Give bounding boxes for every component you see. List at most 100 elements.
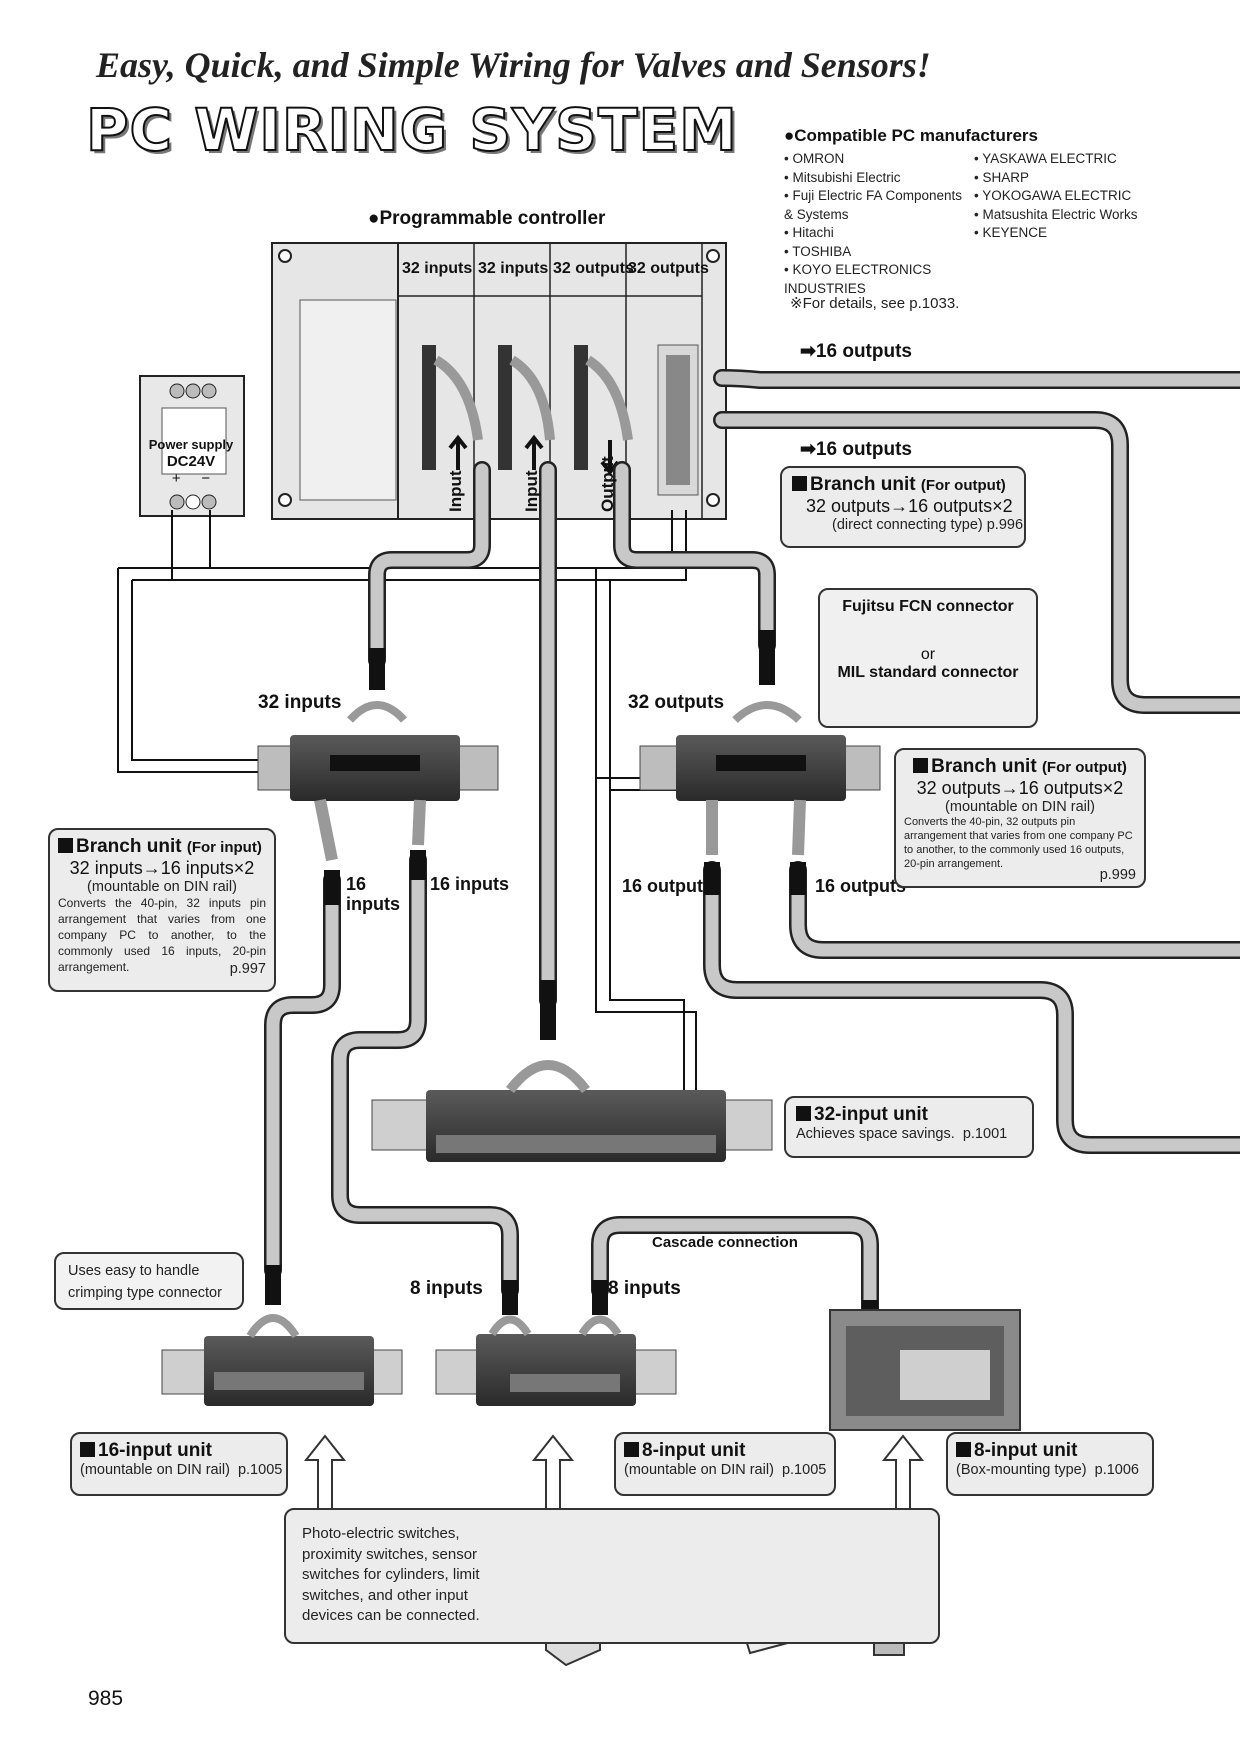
callout-crimp-connector: Uses easy to handle crimping type connec… — [54, 1252, 244, 1310]
inputs16-label-right: 16 inputs — [430, 874, 510, 894]
manufacturer-item: • YASKAWA ELECTRIC — [974, 151, 1117, 166]
manufacturer-item: • YOKOGAWA ELECTRIC — [974, 188, 1132, 203]
manufacturer-item: • Matsushita Electric Works — [974, 206, 1138, 222]
callout-input-devices: Photo-electric switches, proximity switc… — [284, 1508, 940, 1644]
inputs32-label: 32 inputs — [258, 692, 342, 713]
callout-branch-input-din: Branch unit (For input) 32 inputs→16 inp… — [48, 828, 276, 992]
bullet-square — [796, 1106, 811, 1121]
plc-heading: ●Programmable controller — [368, 208, 606, 229]
plc-slot-label: 32 outputs — [553, 260, 634, 277]
mil-connector-label: MIL standard connector — [837, 664, 1019, 681]
branch-unit-input-board — [257, 701, 499, 862]
callout-text: Uses easy to handle crimping type connec… — [68, 1263, 222, 1301]
plc-slot-label: 32 outputs — [628, 260, 709, 277]
manufacturer-item: • KEYENCE — [974, 225, 1047, 240]
manufacturer-item: • TOSHIBA — [784, 243, 852, 259]
manufacturer-item: • OMRON — [784, 151, 845, 166]
callout-page: p.1006 — [1094, 1462, 1139, 1478]
power-supply-voltage: DC24V — [166, 453, 216, 470]
bullet-square — [58, 838, 73, 853]
callout-branch-output-direct: Branch unit (For output) 32 outputs→16 o… — [780, 466, 1026, 548]
callout-title: 32-input unit — [814, 1104, 928, 1125]
callout-input8-box: 8-input unit (Box-mounting type) p.1006 — [946, 1432, 1154, 1496]
callout-title: 16-input unit — [98, 1440, 212, 1461]
callout-qualifier: (For input) — [186, 839, 262, 856]
fcn-connector-label: Fujitsu FCN connector — [842, 598, 1014, 615]
bullet-square — [792, 476, 807, 491]
manufacturer-item: • SHARP — [974, 169, 1029, 185]
bullet-square — [80, 1442, 95, 1457]
callout-page: p.1001 — [962, 1126, 1008, 1142]
callout-title: 8-input unit — [974, 1440, 1078, 1461]
callout-conversion: 32 outputs→16 outputs×2 — [916, 778, 1124, 798]
callout-qualifier: (For output) — [920, 477, 1006, 494]
power-supply-polarity: + − — [171, 470, 211, 487]
manufacturers-list-right: • YASKAWA ELECTRIC • SHARP • YOKOGAWA EL… — [974, 150, 1174, 243]
callout-connectors: Fujitsu FCN connector or MIL standard co… — [818, 588, 1038, 728]
input32-board — [371, 1060, 773, 1162]
power-supply — [139, 375, 245, 517]
manufacturer-item: • Mitsubishi Electric — [784, 169, 901, 185]
cables — [264, 369, 1240, 1340]
manufacturer-item: • KOYO ELECTRONICS INDUSTRIES — [784, 262, 932, 296]
cascade-label: Cascade connection — [652, 1234, 798, 1251]
outputs16-label-right: 16 outputs — [815, 876, 907, 896]
callout-title: Branch unit — [810, 474, 916, 495]
manufacturers-heading: ●Compatible PC manufacturers — [784, 126, 1038, 145]
manufacturers-list-left: • OMRON • Mitsubishi Electric • Fuji Ele… — [784, 150, 974, 298]
callout-description: Converts the 40-pin, 32 inputs pin arran… — [58, 896, 266, 974]
callout-sub: (mountable on DIN rail) — [624, 1462, 774, 1478]
callout-sub: (Box-mounting type) — [956, 1462, 1087, 1478]
callout-sub: (mountable on DIN rail) — [945, 799, 1095, 815]
callout-title: 8-input unit — [642, 1440, 746, 1461]
page-number: 985 — [88, 1687, 124, 1710]
callout-page: p.999 — [1099, 867, 1136, 883]
output-label-top: ➡16 outputs — [800, 341, 912, 362]
device-arrows — [303, 1434, 925, 1511]
callout-title: Branch unit — [931, 756, 1037, 777]
details-note: ※For details, see p.1033. — [790, 295, 960, 312]
callout-input16: 16-input unit (mountable on DIN rail) p.… — [70, 1432, 288, 1496]
callout-input32: 32-input unit Achieves space savings. p.… — [784, 1096, 1034, 1158]
inputs16-label-left: 16 inputs — [346, 874, 400, 914]
callout-conversion: 32 outputs→16 outputs×2 — [806, 496, 1013, 516]
callout-branch-output-din: Branch unit (For output) 32 outputs→16 o… — [894, 748, 1146, 888]
slot-vertical-label: Input — [522, 470, 541, 512]
manufacturer-item: • Fuji Electric FA Components & Systems — [784, 188, 963, 222]
power-supply-label: Power supply DC24V + − — [136, 436, 246, 487]
callout-sub: (mountable on DIN rail) — [87, 879, 237, 895]
input8-din-board — [435, 1315, 677, 1406]
callout-page: p.997 — [229, 961, 266, 977]
inputs8-label-left: 8 inputs — [410, 1278, 483, 1299]
outputs32-label: 32 outputs — [628, 692, 725, 713]
outputs16-label-left: 16 outputs — [622, 876, 714, 896]
page-title: PC WIRING SYSTEM — [85, 95, 738, 165]
output-label-second: ➡16 outputs — [800, 439, 912, 460]
input16-board — [161, 1314, 403, 1406]
callout-input8-din: 8-input unit (mountable on DIN rail) p.1… — [614, 1432, 836, 1496]
plc-slot-label: 32 inputs — [402, 260, 473, 277]
input8-box-board — [829, 1309, 1021, 1431]
callout-sub: Achieves space savings. — [796, 1126, 955, 1142]
or-label: or — [920, 646, 936, 663]
callout-page: p.1005 — [237, 1462, 283, 1478]
power-supply-line1: Power supply — [148, 437, 234, 452]
programmable-controller — [271, 242, 727, 520]
plc-slot-label: 32 inputs — [478, 260, 549, 277]
bullet-square — [913, 758, 929, 773]
callout-page: p.1005 — [781, 1462, 827, 1478]
bullet-square — [956, 1442, 971, 1457]
callout-title: Branch unit — [76, 836, 182, 857]
callout-sub: (mountable on DIN rail) — [80, 1462, 230, 1478]
callout-qualifier: (For output) — [1041, 759, 1127, 776]
slot-vertical-label: Output — [598, 456, 617, 512]
slot-vertical-label: Input — [446, 470, 465, 512]
branch-unit-output-board — [639, 701, 881, 856]
manufacturer-item: • Hitachi — [784, 225, 834, 240]
headline: Easy, Quick, and Simple Wiring for Valve… — [96, 45, 931, 85]
callout-sub: (direct connecting type) p.996 — [832, 517, 1024, 533]
callout-conversion: 32 inputs→16 inputs×2 — [69, 858, 255, 878]
callout-text: Photo-electric switches, proximity switc… — [302, 1525, 480, 1624]
inputs8-label-right: 8 inputs — [608, 1278, 681, 1299]
